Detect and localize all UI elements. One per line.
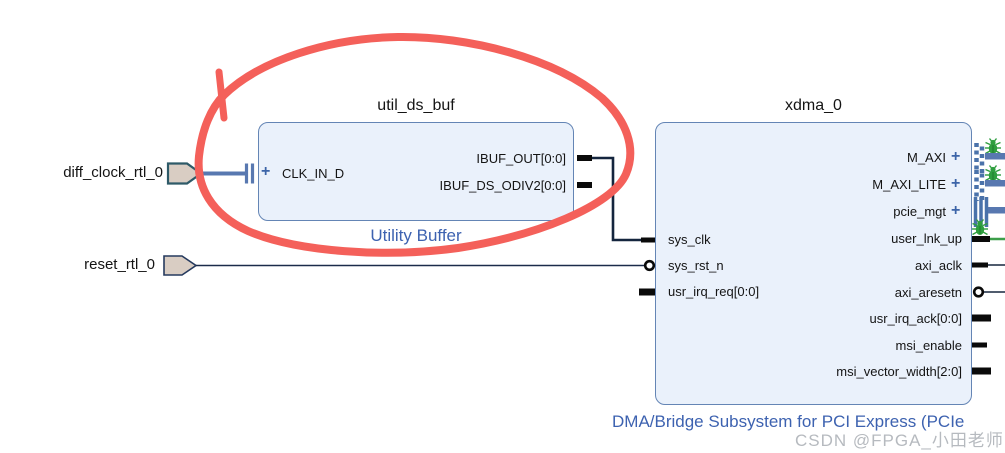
port-ibuf-ds-odiv2[interactable]: IBUF_DS_ODIV2[0:0]	[439, 178, 566, 193]
pcie-mgt-interface-wire[interactable]	[988, 207, 1005, 214]
mark-debug-icon	[984, 137, 1002, 155]
port-m-axi[interactable]: M_AXI	[906, 150, 946, 165]
watermark-text: CSDN @FPGA_小田老师	[795, 431, 1004, 450]
axi-aclk-pin-stub[interactable]	[972, 262, 988, 268]
ibuf-ds-odiv2-pin-stub[interactable]	[577, 182, 592, 188]
xdma-type-label: DMA/Bridge Subsystem for PCI Express (PC…	[612, 412, 965, 431]
sys-rst-n-active-low-pin[interactable]	[643, 259, 656, 272]
usr-irq-req-pin-stub[interactable]	[639, 288, 655, 296]
reset-port-label[interactable]: reset_rtl_0	[84, 256, 155, 273]
ibuf-out-pin-stub[interactable]	[577, 155, 592, 161]
m-axi-interface-wire[interactable]	[985, 153, 1005, 160]
usr-irq-ack-pin-stub[interactable]	[972, 314, 991, 322]
diff-clock-port-label[interactable]: diff_clock_rtl_0	[63, 164, 163, 181]
xdma-title[interactable]: xdma_0	[785, 97, 842, 114]
port-msi-vector-width[interactable]: msi_vector_width[2:0]	[836, 364, 962, 379]
user-lnk-up-pin-stub[interactable]	[972, 236, 990, 242]
diff-clock-port-shape[interactable]	[166, 162, 203, 185]
port-axi-aresetn[interactable]: axi_aresetn	[894, 285, 962, 300]
port-m-axi-lite[interactable]: M_AXI_LITE	[872, 177, 946, 192]
clk-in-d-expander-icon[interactable]: +	[261, 163, 271, 180]
port-usr-irq-req[interactable]: usr_irq_req[0:0]	[668, 284, 760, 299]
util-ds-buf-type-label: Utility Buffer	[370, 226, 462, 245]
sys-clk-pin-stub[interactable]	[641, 237, 655, 243]
port-sys-clk[interactable]: sys_clk	[668, 232, 711, 247]
port-axi-aclk[interactable]: axi_aclk	[915, 258, 962, 273]
clk-net-wire[interactable]	[592, 156, 641, 242]
m-axi-expander-icon[interactable]: +	[951, 148, 961, 165]
msi-vector-width-pin-stub[interactable]	[972, 367, 991, 375]
util-ds-buf-block[interactable]	[258, 122, 574, 221]
hand-drawn-circle-annotation	[194, 32, 635, 257]
axi-aresetn-active-low-pin[interactable]	[972, 286, 985, 298]
msi-enable-pin-stub[interactable]	[972, 342, 987, 348]
m-axi-lite-interface-wire[interactable]	[985, 180, 1005, 187]
reset-port-shape[interactable]	[163, 255, 198, 276]
port-sys-rst-n[interactable]: sys_rst_n	[668, 258, 724, 273]
util-ds-buf-title[interactable]: util_ds_buf	[377, 97, 455, 114]
mark-debug-icon	[984, 164, 1002, 182]
m-axi-lite-expander-icon[interactable]: +	[951, 175, 961, 192]
port-clk-in-d[interactable]: CLK_IN_D	[282, 166, 345, 181]
port-user-lnk-up[interactable]: user_lnk_up	[891, 231, 962, 246]
port-usr-irq-ack[interactable]: usr_irq_ack[0:0]	[869, 311, 963, 326]
port-ibuf-out[interactable]: IBUF_OUT[0:0]	[476, 151, 566, 166]
pcie-mgt-expander-icon[interactable]: +	[951, 202, 961, 219]
port-pcie-mgt[interactable]: pcie_mgt	[893, 204, 946, 219]
xdma-block[interactable]	[655, 122, 972, 405]
port-msi-enable[interactable]: msi_enable	[895, 338, 963, 353]
